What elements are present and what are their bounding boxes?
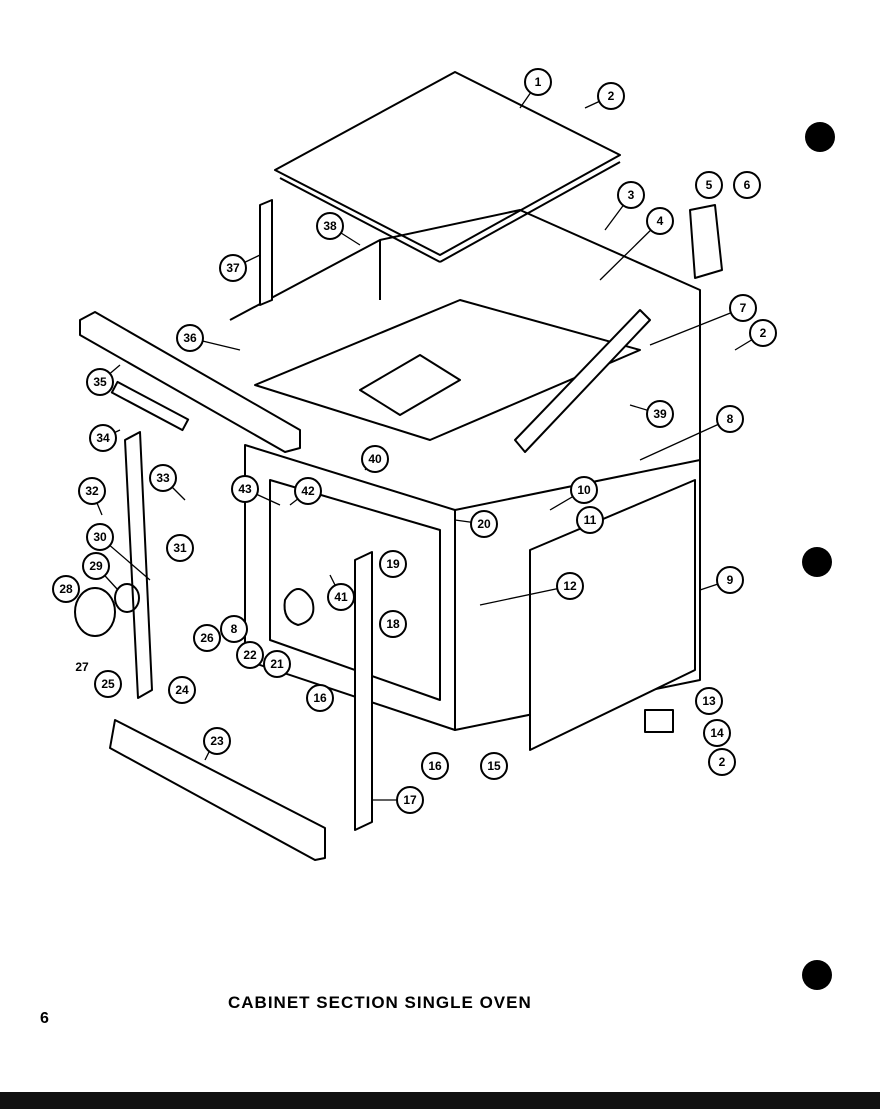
front-rail	[79, 311, 301, 453]
part-23-label: 23	[210, 734, 224, 748]
part-26-label: 26	[200, 631, 214, 645]
part-43-label: 43	[238, 482, 252, 496]
page-number: 6	[40, 1010, 49, 1027]
part-14-label: 14	[710, 726, 724, 740]
part-8-label: 8	[727, 412, 734, 426]
part-20-label: 20	[477, 517, 491, 531]
rear-strip	[259, 199, 273, 306]
part-2c-label: 2	[719, 755, 726, 769]
inner-box	[359, 354, 461, 416]
part-25-label: 25	[101, 677, 115, 691]
part-22-label: 22	[243, 648, 257, 662]
oven-opening	[269, 479, 441, 701]
part-6-label: 6	[744, 178, 751, 192]
scan-edge	[0, 1092, 880, 1109]
part-24-label: 24	[175, 683, 189, 697]
part-5-label: 5	[706, 178, 713, 192]
part-11-label: 11	[584, 513, 597, 527]
part-21-label: 21	[270, 657, 284, 671]
part-42-label: 42	[301, 484, 315, 498]
bottom-trim	[109, 719, 326, 861]
part-19-label: 19	[386, 557, 400, 571]
part-28-label: 28	[59, 582, 73, 596]
rear-wall	[229, 209, 701, 680]
part-31-label: 31	[173, 541, 187, 555]
callout-bubbles	[52, 68, 777, 814]
bracket	[689, 204, 723, 279]
part-32-label: 32	[85, 484, 99, 498]
part-9-label: 9	[727, 573, 734, 587]
part-38-label: 38	[323, 219, 337, 233]
lamp-socket	[114, 583, 140, 613]
part-2-label: 2	[608, 89, 615, 103]
part-27-label: 27	[75, 660, 89, 674]
part-1-label: 1	[535, 75, 542, 89]
part-15-label: 15	[487, 759, 501, 773]
part-16b-label: 16	[313, 691, 327, 705]
baffle	[514, 309, 651, 453]
part-29-label: 29	[89, 559, 103, 573]
inner-deck	[254, 299, 641, 441]
vent-strip	[110, 380, 190, 432]
part-36-label: 36	[183, 331, 197, 345]
part-30-label: 30	[93, 530, 107, 544]
part-8b-label: 8	[231, 622, 238, 636]
binder-hole-middle	[802, 547, 832, 577]
part-3-label: 3	[628, 188, 635, 202]
part-33-label: 33	[156, 471, 170, 485]
part-35-label: 35	[93, 375, 107, 389]
top-panel	[274, 71, 621, 256]
part-12-label: 12	[563, 579, 577, 593]
side-panel	[529, 479, 696, 751]
binder-hole-top	[805, 122, 835, 152]
thermostat	[283, 588, 315, 626]
lamp-lens	[74, 587, 116, 637]
part-37-label: 37	[226, 261, 240, 275]
part-41-label: 41	[334, 590, 348, 604]
part-39-label: 39	[653, 407, 667, 421]
front-channel	[354, 551, 373, 831]
part-16-label: 16	[428, 759, 442, 773]
part-2b-label: 2	[760, 326, 767, 340]
left-channel	[124, 431, 153, 699]
part-17-label: 17	[403, 793, 417, 807]
part-7-label: 7	[740, 301, 747, 315]
binder-hole-bottom	[802, 960, 832, 990]
diagram-caption: CABINET SECTION SINGLE OVEN	[228, 993, 532, 1012]
part-34-label: 34	[96, 431, 110, 445]
part-40-label: 40	[368, 452, 382, 466]
hinge	[644, 709, 674, 733]
part-13-label: 13	[702, 694, 716, 708]
part-18-label: 18	[386, 617, 400, 631]
part-10-label: 10	[577, 483, 591, 497]
part-4-label: 4	[657, 214, 664, 228]
